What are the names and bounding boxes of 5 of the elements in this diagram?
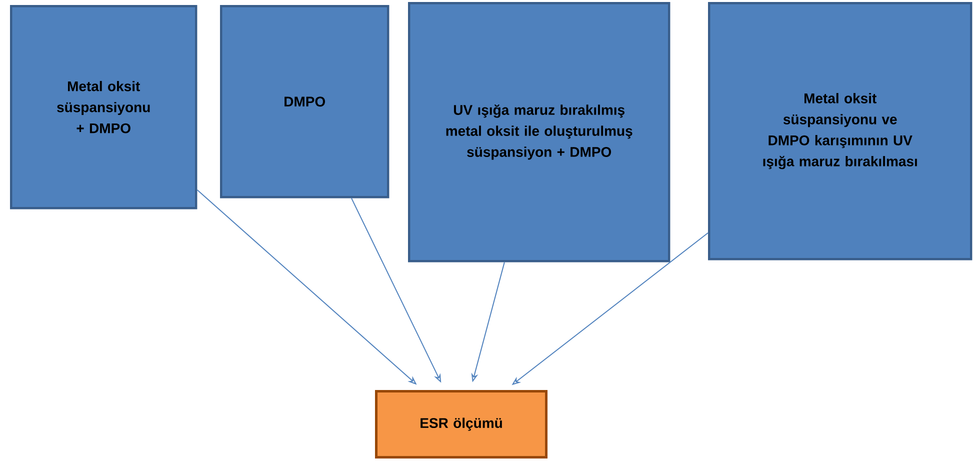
process-box: UV ışığa maruz bırakılmış metal oksit ile oluşturulmuş süspansiyon + DMPO [408,2,670,262]
process-box: Metal oksit süspansiyonu ve DMPO karışımının UV ışığa maruz bırakılması [708,2,972,260]
process-box: Metal oksit süspansiyonu + DMPO [10,5,198,210]
result-box: ESR ölçümü [375,390,548,458]
process-box: DMPO [220,5,390,198]
